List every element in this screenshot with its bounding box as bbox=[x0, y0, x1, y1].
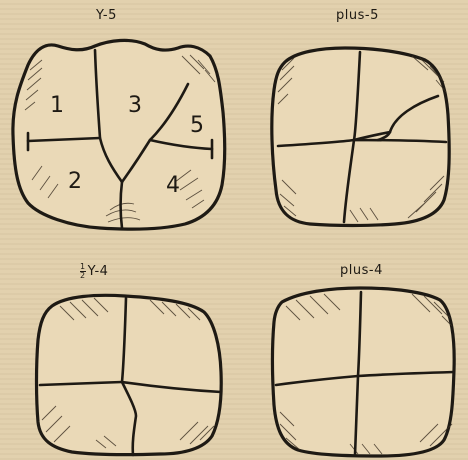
molar-pattern-figure: Y-5 plus-5 12Y-4 plus-4 1 2 3 4 5 bbox=[0, 0, 468, 460]
tooth-plus4-drawing bbox=[0, 0, 468, 460]
